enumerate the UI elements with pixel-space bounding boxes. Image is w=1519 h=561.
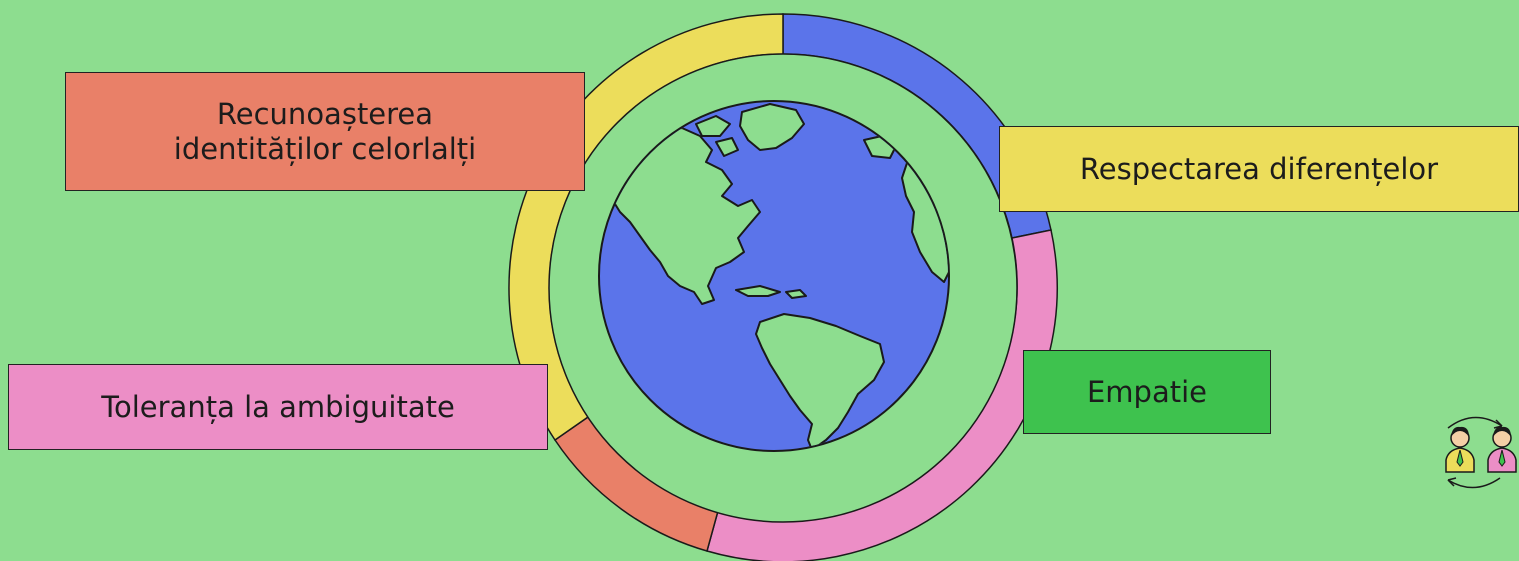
label-respect-text: Respectarea diferențelor	[1080, 152, 1438, 187]
label-recognition: Recunoașterea identităților celorlalți	[65, 72, 585, 191]
arrow-top-icon	[1448, 417, 1502, 428]
person-right-icon	[1488, 427, 1516, 472]
people-exchange-icon	[1430, 410, 1519, 492]
label-respect: Respectarea diferențelor	[999, 126, 1519, 212]
label-recognition-text: Recunoașterea identităților celorlalți	[174, 97, 476, 167]
label-recognition-line-1: Recunoașterea	[174, 97, 476, 132]
label-tolerance: Toleranța la ambiguitate	[8, 364, 548, 450]
arrow-bottom-icon	[1448, 478, 1500, 488]
label-empathy-text: Empatie	[1087, 375, 1207, 410]
person-left-icon	[1446, 427, 1474, 472]
label-empathy: Empatie	[1023, 350, 1271, 434]
label-recognition-line-2: identităților celorlalți	[174, 132, 476, 167]
label-tolerance-text: Toleranța la ambiguitate	[101, 390, 455, 425]
